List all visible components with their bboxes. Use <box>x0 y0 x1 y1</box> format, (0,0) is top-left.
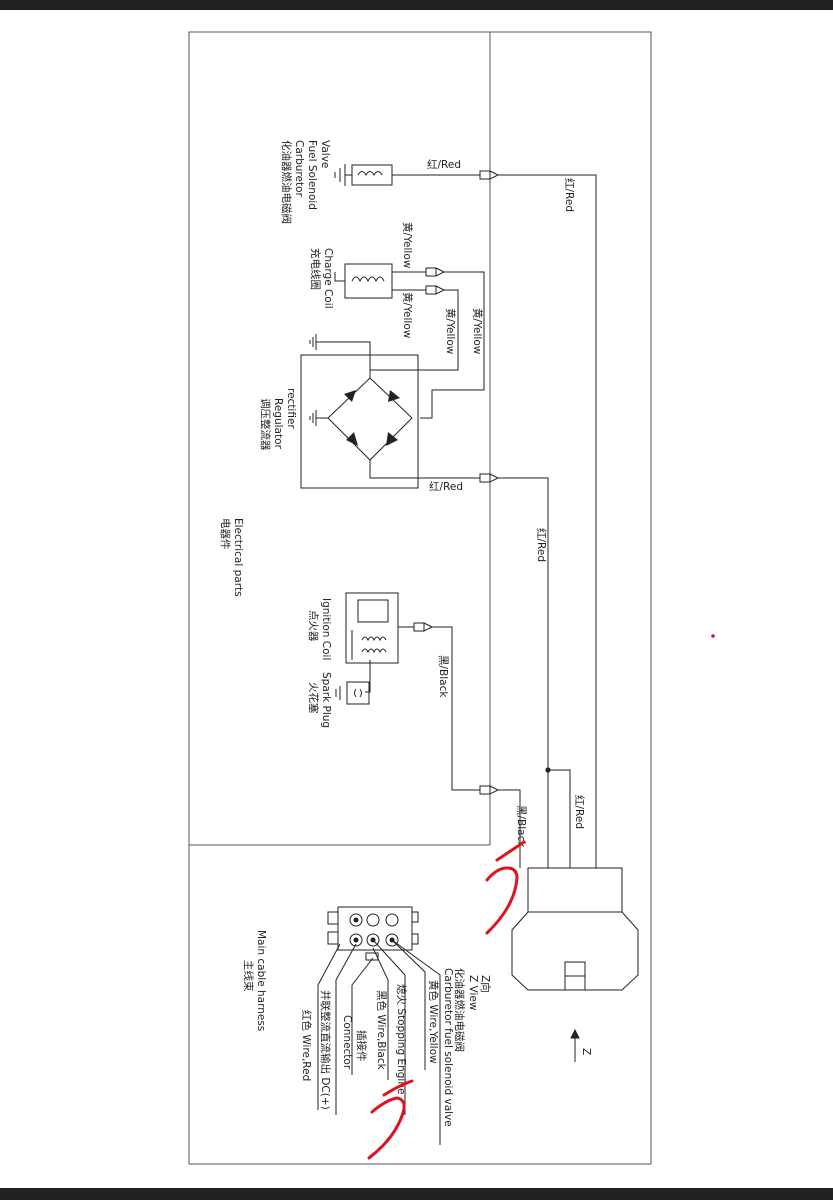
ignition-coil-label: Ignition Coil <box>320 598 332 660</box>
legend-wire-red: 红色 Wire,Red <box>300 1010 313 1081</box>
carb-valve-label-2: Fuel Solenoid <box>306 140 318 210</box>
electrical-parts-label-cn: 电器件 <box>219 518 232 550</box>
wire-label-red-5: 红/Red <box>573 795 586 829</box>
z-arrow-label: Z <box>580 1048 592 1055</box>
electrical-parts-label: Electrical parts <box>232 518 244 597</box>
wire-label-yellow-3: 黄/Yellow <box>444 308 457 355</box>
legend-stop-engine: 熄火 Stopping Engine <box>395 984 408 1094</box>
wire-label-yellow-2: 黄/Yellow <box>401 292 414 339</box>
outer-frame <box>188 31 652 1165</box>
rectifier-label: rectifier <box>285 388 297 429</box>
ignition-label-cn: 点火器 <box>307 610 319 642</box>
z-view-label: Z View <box>467 975 479 1011</box>
legend-carb-cn: 化油器燃油电磁阀 <box>453 968 466 1052</box>
charge-coil-label-cn: 充电线圈 <box>309 248 322 290</box>
legend-wire-yellow: 黄色 Wire,Yellow <box>427 980 440 1064</box>
regulator-label-cn: 调压整流器 <box>259 398 272 451</box>
legend-wire-black: 黑色 Wire,Black <box>375 990 388 1071</box>
wire-label-red-4: 红/Red <box>535 528 548 562</box>
legend-leaders <box>317 939 441 1145</box>
wire-label-red-3: 红/Red <box>429 480 463 493</box>
legend-connector-cn: 插接件 <box>355 1030 368 1062</box>
wire-label-yellow-1: 黄/Yellow <box>401 222 414 269</box>
carb-valve-label-1: Carburetor <box>293 140 305 197</box>
main-harness-label-cn: 主线束 <box>242 960 255 992</box>
spark-plug-label-cn: 火花塞 <box>307 682 320 714</box>
charge-coil-label: Charge Coil <box>322 248 334 309</box>
wire-label-black-1: 黑/Black <box>437 655 449 698</box>
main-harness-label: Main cable harness <box>255 930 267 1031</box>
z-view-arrow <box>570 1028 580 1062</box>
z-view-label-cn: Z向 <box>479 975 492 993</box>
carburetor-valve-symbol <box>334 164 393 186</box>
charge-coil-symbol <box>344 263 393 299</box>
legend-dc-output: 并联整流直流输出 DC(+) <box>319 990 332 1110</box>
rectifier-diodes <box>344 390 400 446</box>
wire-label-red-1: 红/Red <box>427 158 461 171</box>
wire-label-yellow-4: 黄/Yellow <box>471 308 484 355</box>
wire-label-red-2: 红/Red <box>563 178 576 212</box>
carb-valve-label-cn: 化油器燃油电磁阀 <box>280 140 293 224</box>
z-view-connector <box>511 867 639 991</box>
carb-valve-label-3: Valve <box>319 140 331 168</box>
wiring <box>316 174 597 868</box>
regulator-rectifier-symbol <box>300 354 419 489</box>
wire-label-black-2: 黑/Black <box>515 805 527 848</box>
ground-symbols <box>309 334 317 426</box>
red-markup <box>367 634 715 1160</box>
spark-plug-label: Spark Plug <box>320 672 332 728</box>
wire-connectors <box>413 170 500 795</box>
bottom-bar <box>0 1188 833 1200</box>
junction-dot <box>545 767 551 773</box>
top-bar <box>0 0 833 10</box>
regulator-label: Regulator <box>272 398 284 449</box>
legend-connector: Connector <box>341 1015 353 1070</box>
legend-carb: Carburetor fuel solenoid valve <box>442 968 454 1127</box>
ignition-coil-symbol <box>335 592 399 705</box>
